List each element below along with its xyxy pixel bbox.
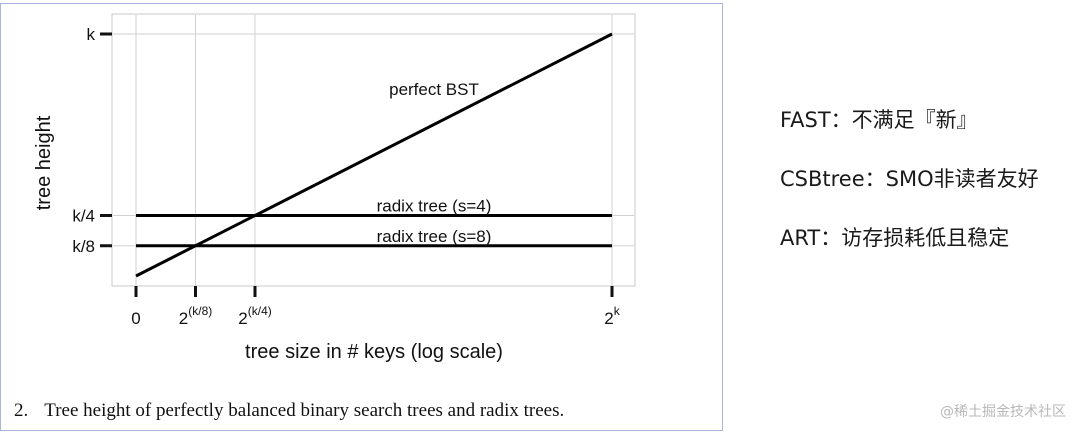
figure-caption: 2. Tree height of perfectly balanced bina… [14,400,564,422]
y-tick-label: k/8 [72,237,95,256]
x-tick-label: 2(k/4) [238,304,271,328]
watermark: @稀土掘金技术社区 [940,404,1066,420]
plot-area [111,13,636,287]
series-label: perfect BST [389,80,479,99]
note-fast: FAST：不满足『新』 [780,108,978,132]
note-art: ART：访存损耗低且稳定 [780,226,1010,250]
x-tick-superscript: (k/8) [188,304,212,318]
y-tick-label: k/4 [72,207,95,226]
x-axis-title: tree size in # keys (log scale) [245,341,503,363]
series-label: radix tree (s=4) [377,197,492,216]
x-tick-label: 0 [131,309,140,328]
x-tick-label: 2(k/8) [179,304,212,328]
x-tick-superscript: k [614,304,621,318]
y-axis-title: tree height [33,115,55,210]
series-line [135,32,613,278]
caption-text: Tree height of perfectly balanced binary… [44,400,565,421]
note-csbtree: CSBtree：SMO非读者友好 [780,167,1039,191]
series-layer: perfect BST radix tree (s=4) radix tree (s… [135,32,613,278]
tree-height-chart: perfect BST radix tree (s=4) radix tree (s… [33,13,636,363]
x-tick-superscript: (k/4) [248,304,272,318]
series-label: radix tree (s=8) [377,227,492,246]
y-tick-label: k [87,25,96,44]
caption-number: 2. [14,400,29,421]
x-tick-label: 2k [604,304,620,328]
